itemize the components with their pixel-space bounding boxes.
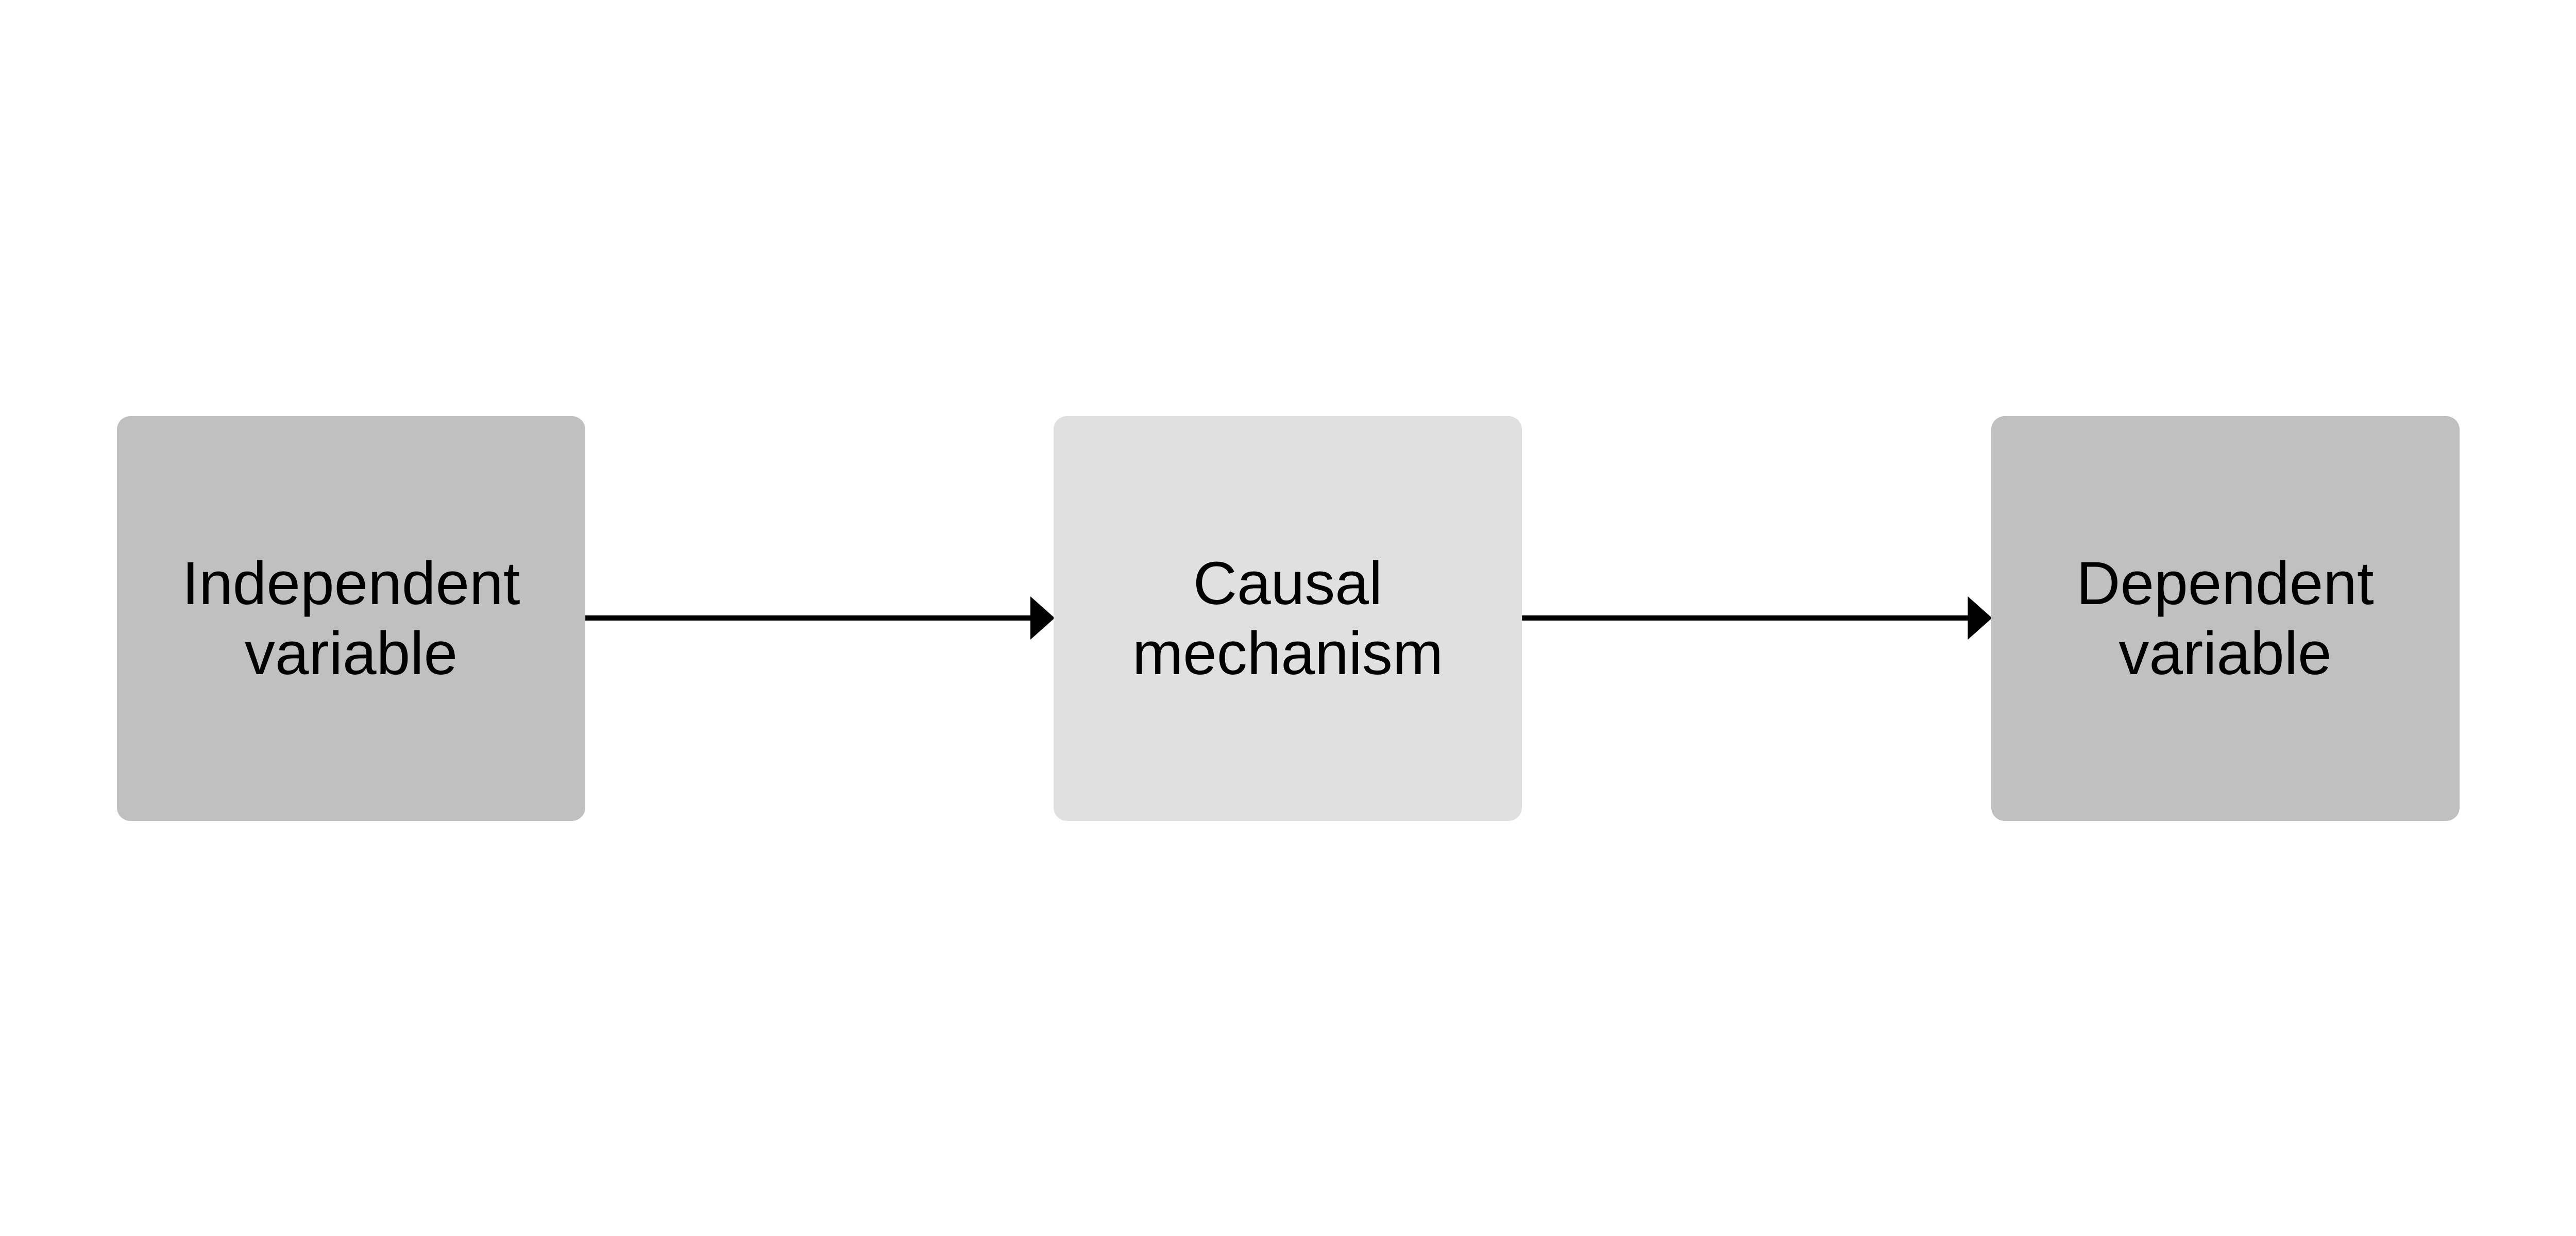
arrow-mechanism-to-dependent bbox=[1522, 596, 1992, 640]
node-independent-variable: Independent variable bbox=[117, 416, 585, 821]
node-dependent-variable: Dependent variable bbox=[1991, 416, 2460, 821]
arrow-independent-to-mechanism bbox=[585, 596, 1055, 640]
node-label: Causal mechanism bbox=[1132, 550, 1444, 688]
node-causal-mechanism: Causal mechanism bbox=[1054, 416, 1522, 821]
node-label: Dependent variable bbox=[2076, 550, 2374, 688]
node-label: Independent variable bbox=[182, 550, 520, 688]
